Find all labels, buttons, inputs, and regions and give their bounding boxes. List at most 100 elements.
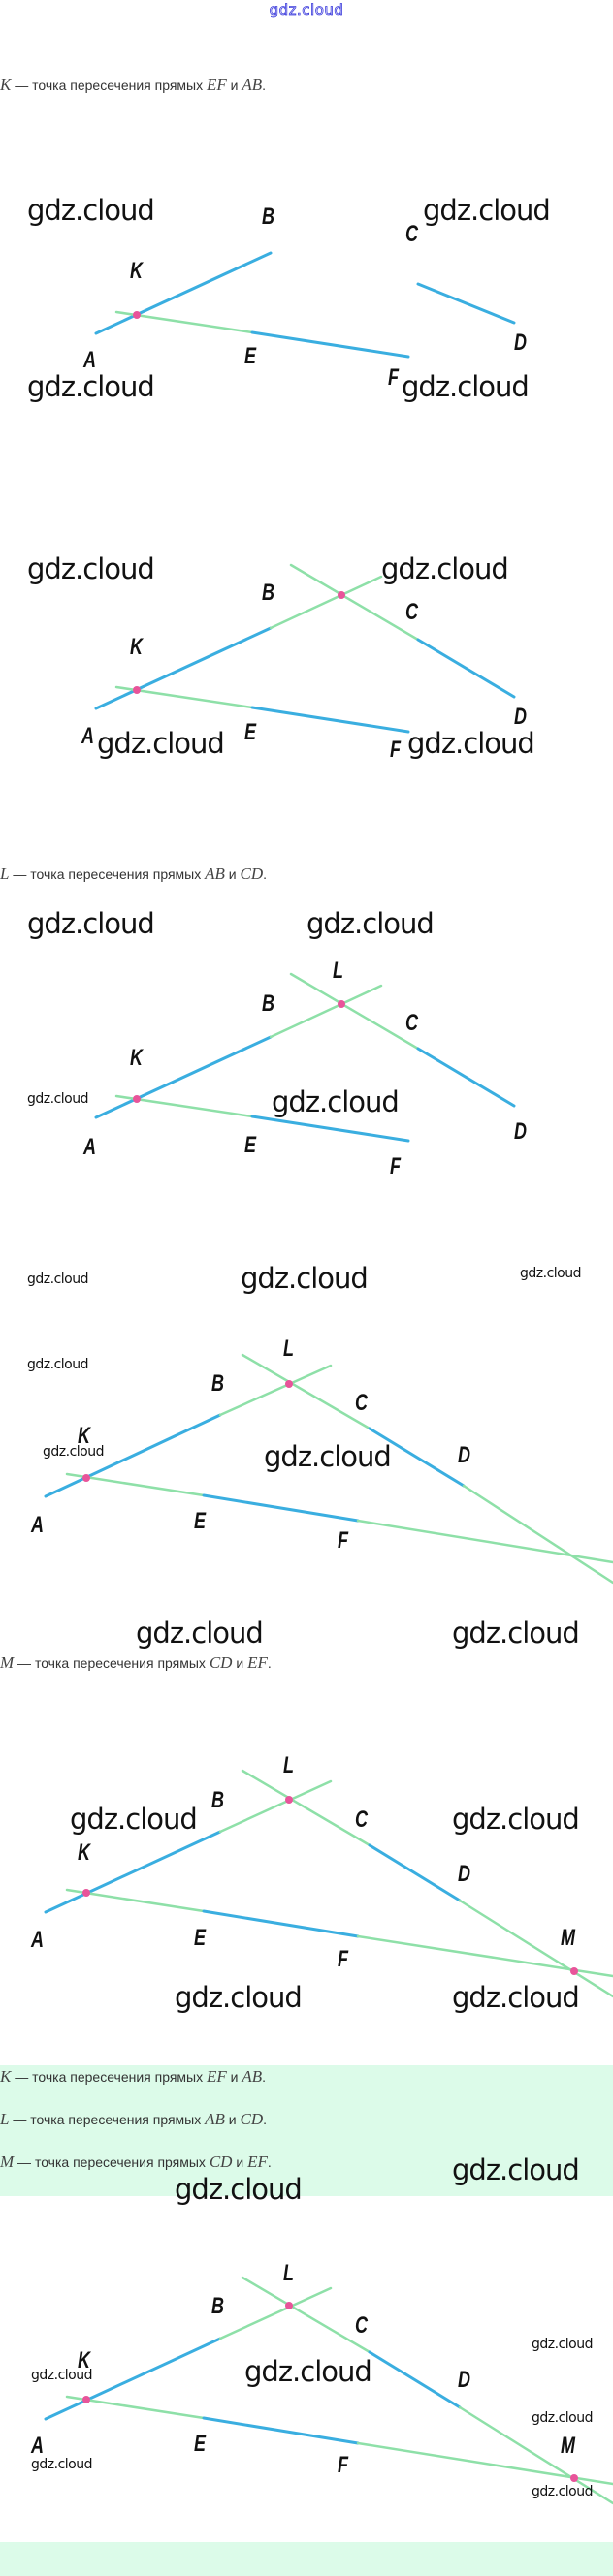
segment-ef — [250, 706, 410, 734]
point-l — [338, 1000, 345, 1008]
caption-line1: EF — [207, 2067, 227, 2086]
caption-line2: EF — [247, 1653, 268, 1672]
caption-and: и — [232, 2154, 248, 2170]
label-f: F — [338, 1946, 349, 1972]
watermark: gdz.cloud — [175, 1981, 303, 2014]
segment-ab — [94, 251, 273, 335]
caption-line1: CD — [209, 1653, 233, 1672]
label-f: F — [338, 1527, 349, 1554]
figure-6: gdz.cloud gdz.cloud gdz.cloud gdz.cloud … — [0, 2210, 613, 2539]
watermark: gdz.cloud — [27, 1272, 88, 1287]
line-ef-extension-right — [356, 1519, 613, 1564]
watermark: gdz.cloud — [452, 1617, 580, 1649]
watermark: gdz.cloud — [43, 1444, 104, 1460]
line-ab-extension — [218, 2286, 333, 2340]
label-l: L — [333, 958, 344, 984]
label-k: K — [130, 1045, 144, 1071]
label-b: B — [262, 990, 275, 1017]
watermark: gdz.cloud — [452, 2153, 580, 2186]
watermark: gdz.cloud — [452, 1981, 580, 2014]
point-l — [285, 1796, 293, 1804]
watermark: gdz.cloud — [532, 2484, 593, 2499]
caption-end: . — [267, 1655, 272, 1671]
segment-cd — [368, 1843, 462, 1902]
line-ef-extension-right — [356, 1934, 613, 1978]
caption-and: и — [224, 866, 241, 882]
site-logo[interactable]: gdz.cloud — [269, 1, 344, 19]
caption-line2: EF — [247, 2152, 268, 2171]
point-m — [570, 2474, 578, 2482]
label-b: B — [262, 580, 275, 606]
label-c: C — [405, 221, 419, 247]
line-cd-extension — [289, 563, 420, 642]
label-k: K — [78, 1423, 91, 1449]
line-cd-extension — [289, 972, 420, 1051]
label-a: A — [83, 1134, 97, 1160]
line-cd-extension-lower — [458, 2405, 613, 2505]
segment-ab — [44, 1413, 222, 1498]
caption-point: L — [0, 864, 10, 883]
figure-4-drawing — [44, 1353, 613, 1585]
watermark: gdz.cloud — [244, 2355, 372, 2388]
figure-1-drawing — [94, 251, 516, 359]
label-m: M — [561, 2433, 575, 2459]
caption-point: K — [0, 76, 12, 94]
caption-text: — точка пересечения прямых — [9, 2112, 206, 2127]
label-e: E — [194, 1925, 207, 1951]
caption-text: — точка пересечения прямых — [14, 1655, 210, 1671]
caption-and: и — [224, 2112, 241, 2127]
caption-and: и — [226, 78, 242, 93]
watermark: gdz.cloud — [306, 907, 435, 940]
line-cd-extension-lower — [462, 1484, 613, 1585]
label-k: K — [78, 1839, 91, 1866]
label-b: B — [211, 1787, 225, 1813]
figure-3: gdz.cloud gdz.cloud gdz.cloud gdz.cloud … — [0, 901, 613, 1192]
label-d: D — [514, 1118, 528, 1145]
watermark: gdz.cloud — [407, 727, 535, 760]
watermark: gdz.cloud — [532, 2337, 593, 2352]
line-ab-extension — [269, 575, 383, 630]
segment-ab — [94, 1035, 273, 1119]
caption-point: M — [0, 1653, 15, 1672]
caption-line1: EF — [207, 76, 227, 94]
caption-line1: AB — [205, 2110, 225, 2128]
caption-and: и — [226, 2069, 242, 2085]
point-k — [82, 2396, 90, 2403]
point-k — [133, 311, 141, 319]
segment-ab — [44, 2337, 222, 2421]
caption-point: K — [0, 2067, 12, 2086]
label-k: K — [130, 258, 144, 284]
segment-ef — [202, 1493, 360, 1523]
watermark: gdz.cloud — [381, 552, 509, 585]
watermark: gdz.cloud — [27, 194, 155, 227]
label-a: A — [83, 347, 97, 373]
caption-line2: CD — [240, 2110, 264, 2128]
answer-point-k: K — точка пересечения прямых EF и AB. — [0, 2067, 266, 2087]
watermark: gdz.cloud — [31, 2457, 92, 2472]
segment-ef — [202, 2416, 360, 2445]
point-k — [82, 1889, 90, 1897]
watermark: gdz.cloud — [27, 1357, 88, 1372]
caption-and: и — [232, 1655, 248, 1671]
watermark: gdz.cloud — [27, 370, 155, 403]
segment-cd — [416, 638, 516, 699]
caption-point: L — [0, 2110, 10, 2128]
answer-box: K — точка пересечения прямых EF и AB. L … — [0, 2065, 613, 2196]
segment-cd — [416, 1047, 516, 1108]
point-l — [285, 2302, 293, 2309]
figure-2-drawing — [94, 563, 516, 734]
figure-3-drawing — [94, 972, 516, 1143]
label-e: E — [194, 2431, 207, 2457]
caption-line2: AB — [242, 2067, 263, 2086]
watermark: gdz.cloud — [241, 1262, 369, 1295]
segment-ef — [202, 1909, 360, 1938]
label-l: L — [283, 2260, 295, 2286]
watermark: gdz.cloud — [70, 1803, 198, 1836]
figure-5: gdz.cloud gdz.cloud gdz.cloud gdz.cloud … — [0, 1725, 613, 2016]
line-ab-extension — [218, 1364, 333, 1417]
line-cd-extension — [241, 2276, 371, 2354]
caption-line2: AB — [242, 76, 263, 94]
segment-cd — [368, 1427, 466, 1488]
watermark: gdz.cloud — [402, 370, 530, 403]
watermark: gdz.cloud — [27, 907, 155, 940]
